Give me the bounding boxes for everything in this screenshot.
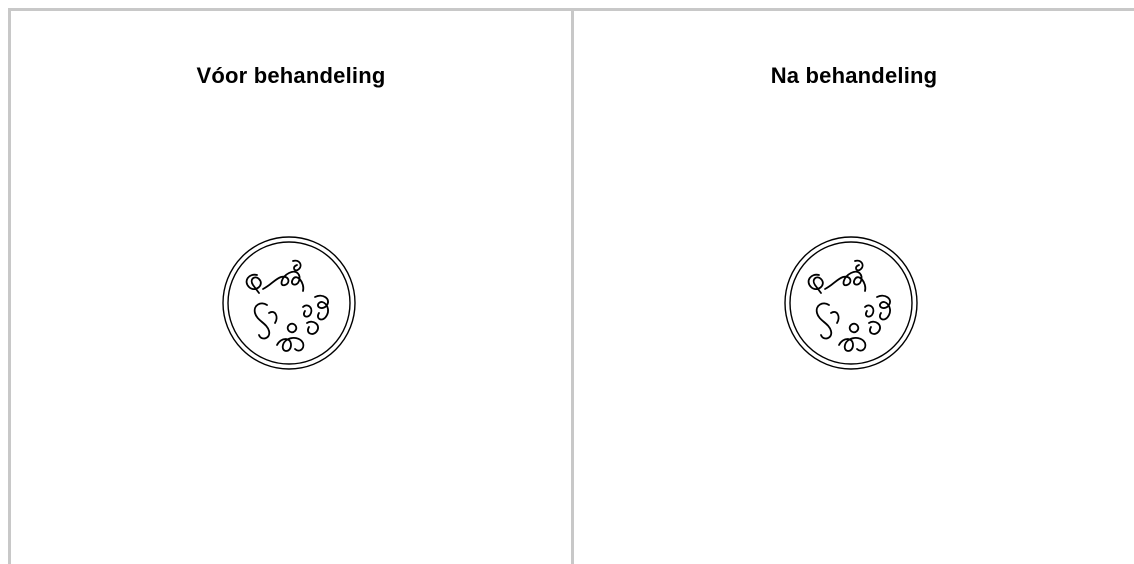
strand — [288, 324, 297, 333]
petri-dish-with-strands-icon — [219, 233, 359, 373]
strand — [255, 303, 270, 338]
strand — [831, 312, 839, 323]
dish-inner-rim — [790, 242, 912, 364]
strand — [855, 261, 863, 271]
dish-inner-rim — [228, 242, 350, 364]
strand — [269, 312, 277, 323]
strand — [263, 272, 303, 291]
strand — [247, 275, 261, 293]
strands-group — [809, 261, 891, 351]
strand — [293, 261, 301, 271]
panel-before-treatment: Vóor behandeling — [11, 11, 571, 564]
strand — [865, 305, 873, 316]
strands-group — [247, 261, 329, 351]
strand — [869, 322, 880, 334]
strand — [839, 338, 865, 351]
panel-after-treatment: Na behandeling — [574, 11, 1134, 564]
strand — [307, 322, 318, 334]
strand — [850, 324, 859, 333]
strand — [303, 305, 311, 316]
strand — [315, 296, 328, 320]
strand — [809, 275, 823, 293]
strand — [817, 303, 832, 338]
strand — [277, 338, 303, 351]
panel-title-before: Vóor behandeling — [11, 63, 571, 89]
strand — [877, 296, 890, 320]
panel-title-after: Na behandeling — [574, 63, 1134, 89]
strand — [825, 272, 865, 291]
petri-dish-with-strands-icon — [781, 233, 921, 373]
